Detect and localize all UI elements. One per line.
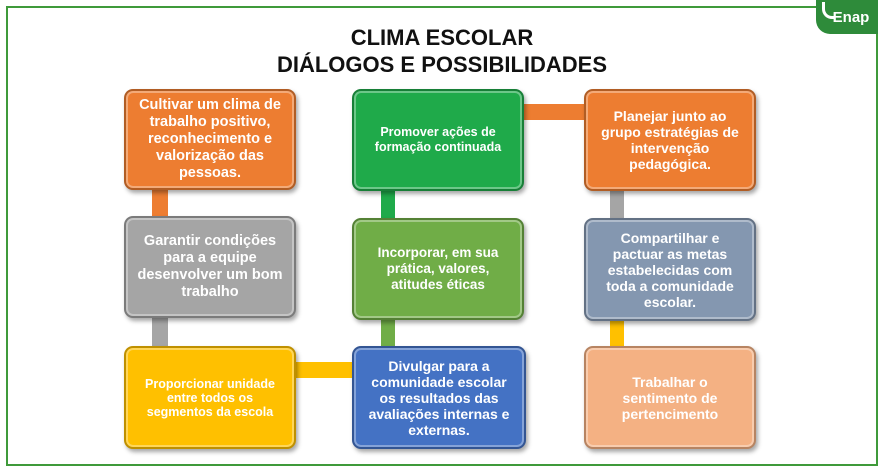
enap-logo: Enap [816, 0, 878, 34]
connector-planejar-compartilhar [610, 188, 624, 220]
logo-text: Enap [832, 8, 870, 26]
page-frame [6, 6, 878, 466]
box-garantir: Garantir condições para a equipe desenvo… [124, 216, 296, 318]
box-compartilhar-text: Compartilhar e pactuar as metas estabele… [606, 229, 734, 310]
connector-cultivar-garantir [152, 186, 168, 220]
connector-proporcionar-divulgar [294, 362, 356, 378]
box-divulgar-text: Divulgar para a comunidade escolar os re… [368, 357, 510, 438]
diagram-title: CLIMA ESCOLAR [350, 25, 534, 50]
box-promover: Promover ações de formação continuada [352, 89, 524, 191]
connector-garantir-proporcionar [152, 314, 168, 350]
connector-compartilhar-trabalhar [610, 318, 624, 350]
connector-incorporar-divulgar [381, 316, 395, 350]
box-trabalhar: Trabalhar o sentimento de pertencimento [584, 346, 756, 449]
box-trabalhar-text: Trabalhar o sentimento de pertencimento [621, 373, 719, 422]
box-planejar-text: Planejar junto ao grupo estratégias de i… [601, 108, 739, 172]
box-garantir-text: Garantir condições para a equipe desenvo… [137, 233, 283, 300]
box-proporcionar-text: Proporcionar unidade entre todos os segm… [145, 376, 275, 419]
box-incorporar-text: Incorporar, em sua prática, valores, ati… [377, 245, 499, 292]
box-divulgar: Divulgar para a comunidade escolar os re… [352, 346, 526, 449]
box-cultivar: Cultivar um clima de trabalho positivo, … [124, 89, 296, 190]
diagram-subtitle: DIÁLOGOS E POSSIBILIDADES [276, 52, 608, 77]
connector-promover-planejar [522, 104, 588, 120]
box-cultivar-text: Cultivar um clima de trabalho positivo, … [139, 97, 281, 181]
logo-mark-icon [822, 2, 835, 19]
box-proporcionar: Proporcionar unidade entre todos os segm… [124, 346, 296, 449]
box-promover-text: Promover ações de formação continuada [374, 125, 502, 154]
box-incorporar: Incorporar, em sua prática, valores, ati… [352, 218, 524, 320]
box-planejar: Planejar junto ao grupo estratégias de i… [584, 89, 756, 191]
box-compartilhar: Compartilhar e pactuar as metas estabele… [584, 218, 756, 321]
connector-promover-incorporar [381, 188, 395, 220]
